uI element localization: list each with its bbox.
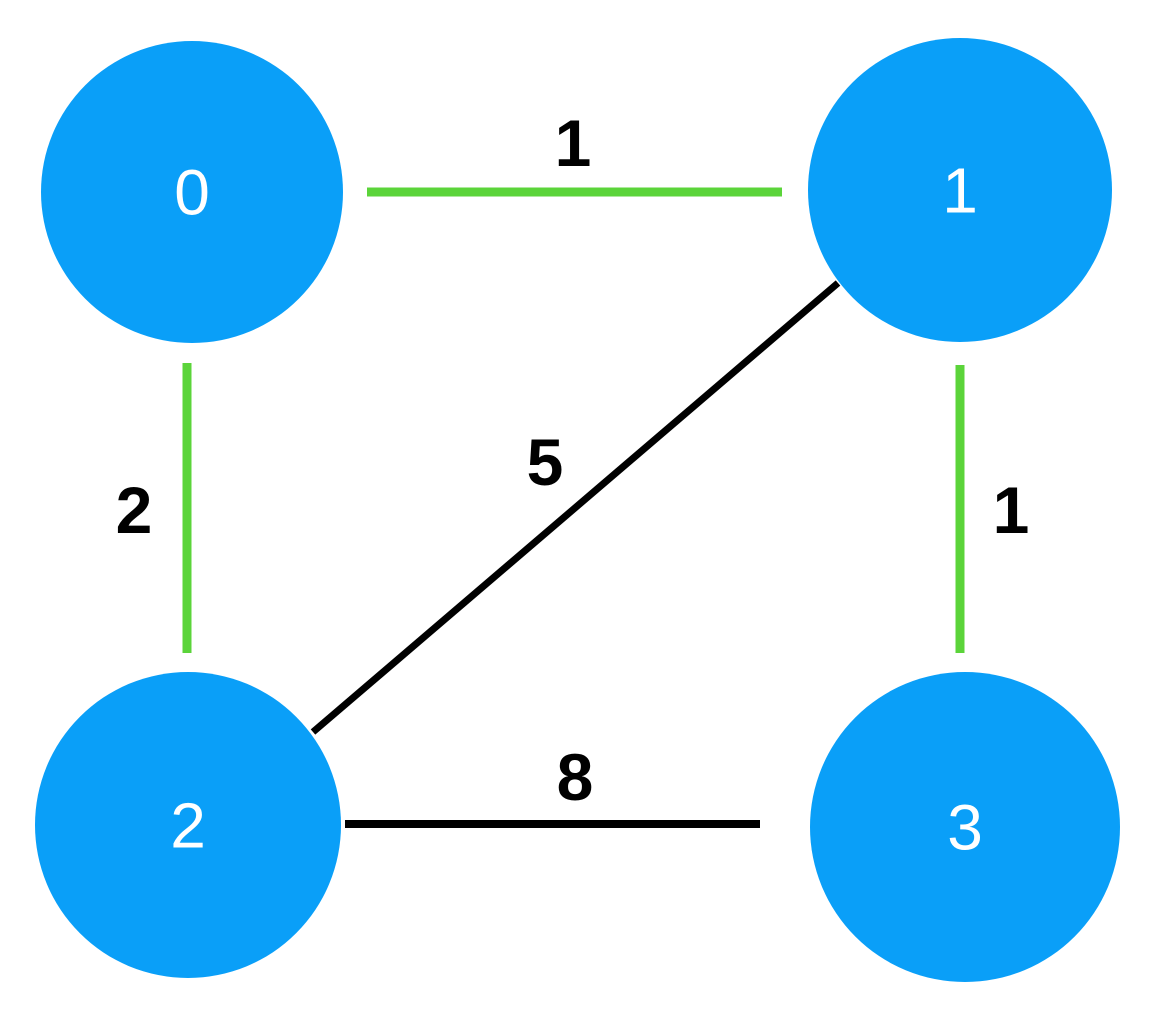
edge-weight-label: 1 [993,473,1030,547]
node-2: 2 [35,672,341,978]
edge-2-1: 5 [310,280,841,735]
node-label: 0 [174,156,210,228]
node-0: 0 [41,41,343,343]
edge-0-1: 1 [367,106,782,197]
edge-weight-label: 1 [555,106,592,180]
edge-weight-label: 5 [527,425,564,499]
edge-weight-label: 2 [116,473,153,547]
node-label: 3 [947,791,983,863]
node-circle [41,41,343,343]
edge-1-3: 1 [955,365,1030,653]
node-circle [35,672,341,978]
edge-2-3: 8 [345,740,760,828]
edge-0-2: 2 [116,363,192,653]
node-3: 3 [810,672,1120,982]
node-label: 2 [170,789,206,861]
node-circle [810,672,1120,982]
edge-weight-label: 8 [557,740,594,814]
edge-line [310,280,841,735]
node-1: 1 [808,38,1112,342]
node-label: 1 [942,154,978,226]
node-circle [808,38,1112,342]
